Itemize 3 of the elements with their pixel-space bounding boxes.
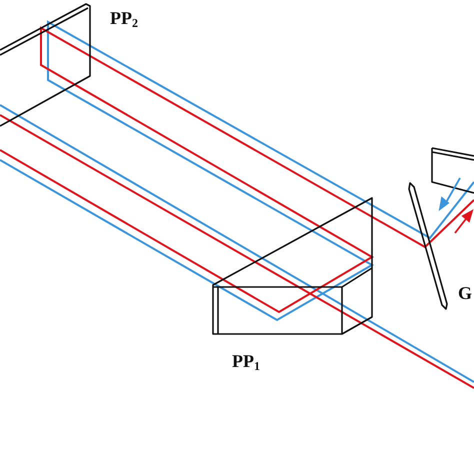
component-label: PP$_{1}$ <box>232 352 260 372</box>
component-label: PP$_{2}$ <box>110 9 138 29</box>
component-label: G <box>458 284 472 302</box>
